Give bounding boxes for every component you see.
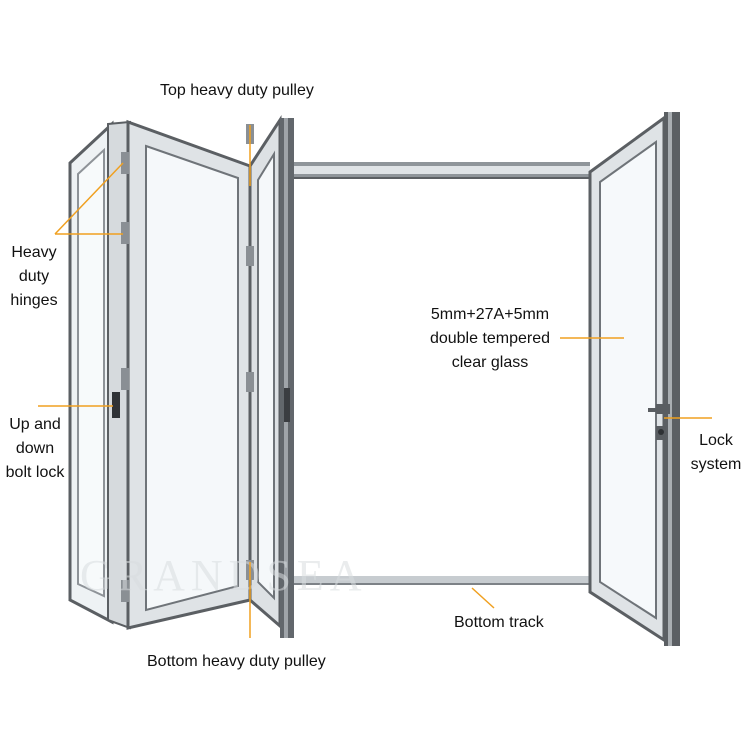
label-lock-system-line: system [690,456,742,473]
label-top-pulley: Top heavy duty pulley [160,82,314,99]
lock-hardware [648,404,670,440]
handle-mark [284,388,290,422]
label-bottom-track: Bottom track [454,614,544,631]
label-lock-system-line: Lock [699,432,733,449]
label-bottom-pulley: Bottom heavy duty pulley [147,653,326,670]
label-bolt-lock: Up and down bolt lock [0,413,70,485]
top-frame [292,162,590,179]
bottom-track [292,576,590,585]
folding-panel-1 [68,120,114,625]
label-hinges-line: Heavy [11,244,57,261]
label-bolt-lock-line: down [15,440,55,457]
label-glass-line: double tempered [429,330,551,347]
watermark: GRANDSEA [80,551,368,600]
swing-panel [588,115,666,643]
left-jamb [280,118,294,638]
leader-lines [38,125,712,638]
label-bolt-lock-line: bolt lock [5,464,65,481]
label-hinges: Heavy duty hinges [0,241,68,313]
label-bolt-lock-line: Up and [9,416,61,433]
label-hinges-line: duty [18,268,50,285]
label-hinges-line: hinges [10,292,58,309]
label-lock-system: Lock system [682,429,750,477]
label-glass-line: clear glass [451,354,529,371]
label-glass-line: 5mm+27A+5mm [430,306,550,323]
folding-panel-3 [126,119,252,630]
folding-panel-4 [248,114,282,630]
label-glass: 5mm+27A+5mm double tempered clear glass [415,303,565,375]
bolt-lock-mark [112,392,120,418]
right-jamb [664,112,680,646]
